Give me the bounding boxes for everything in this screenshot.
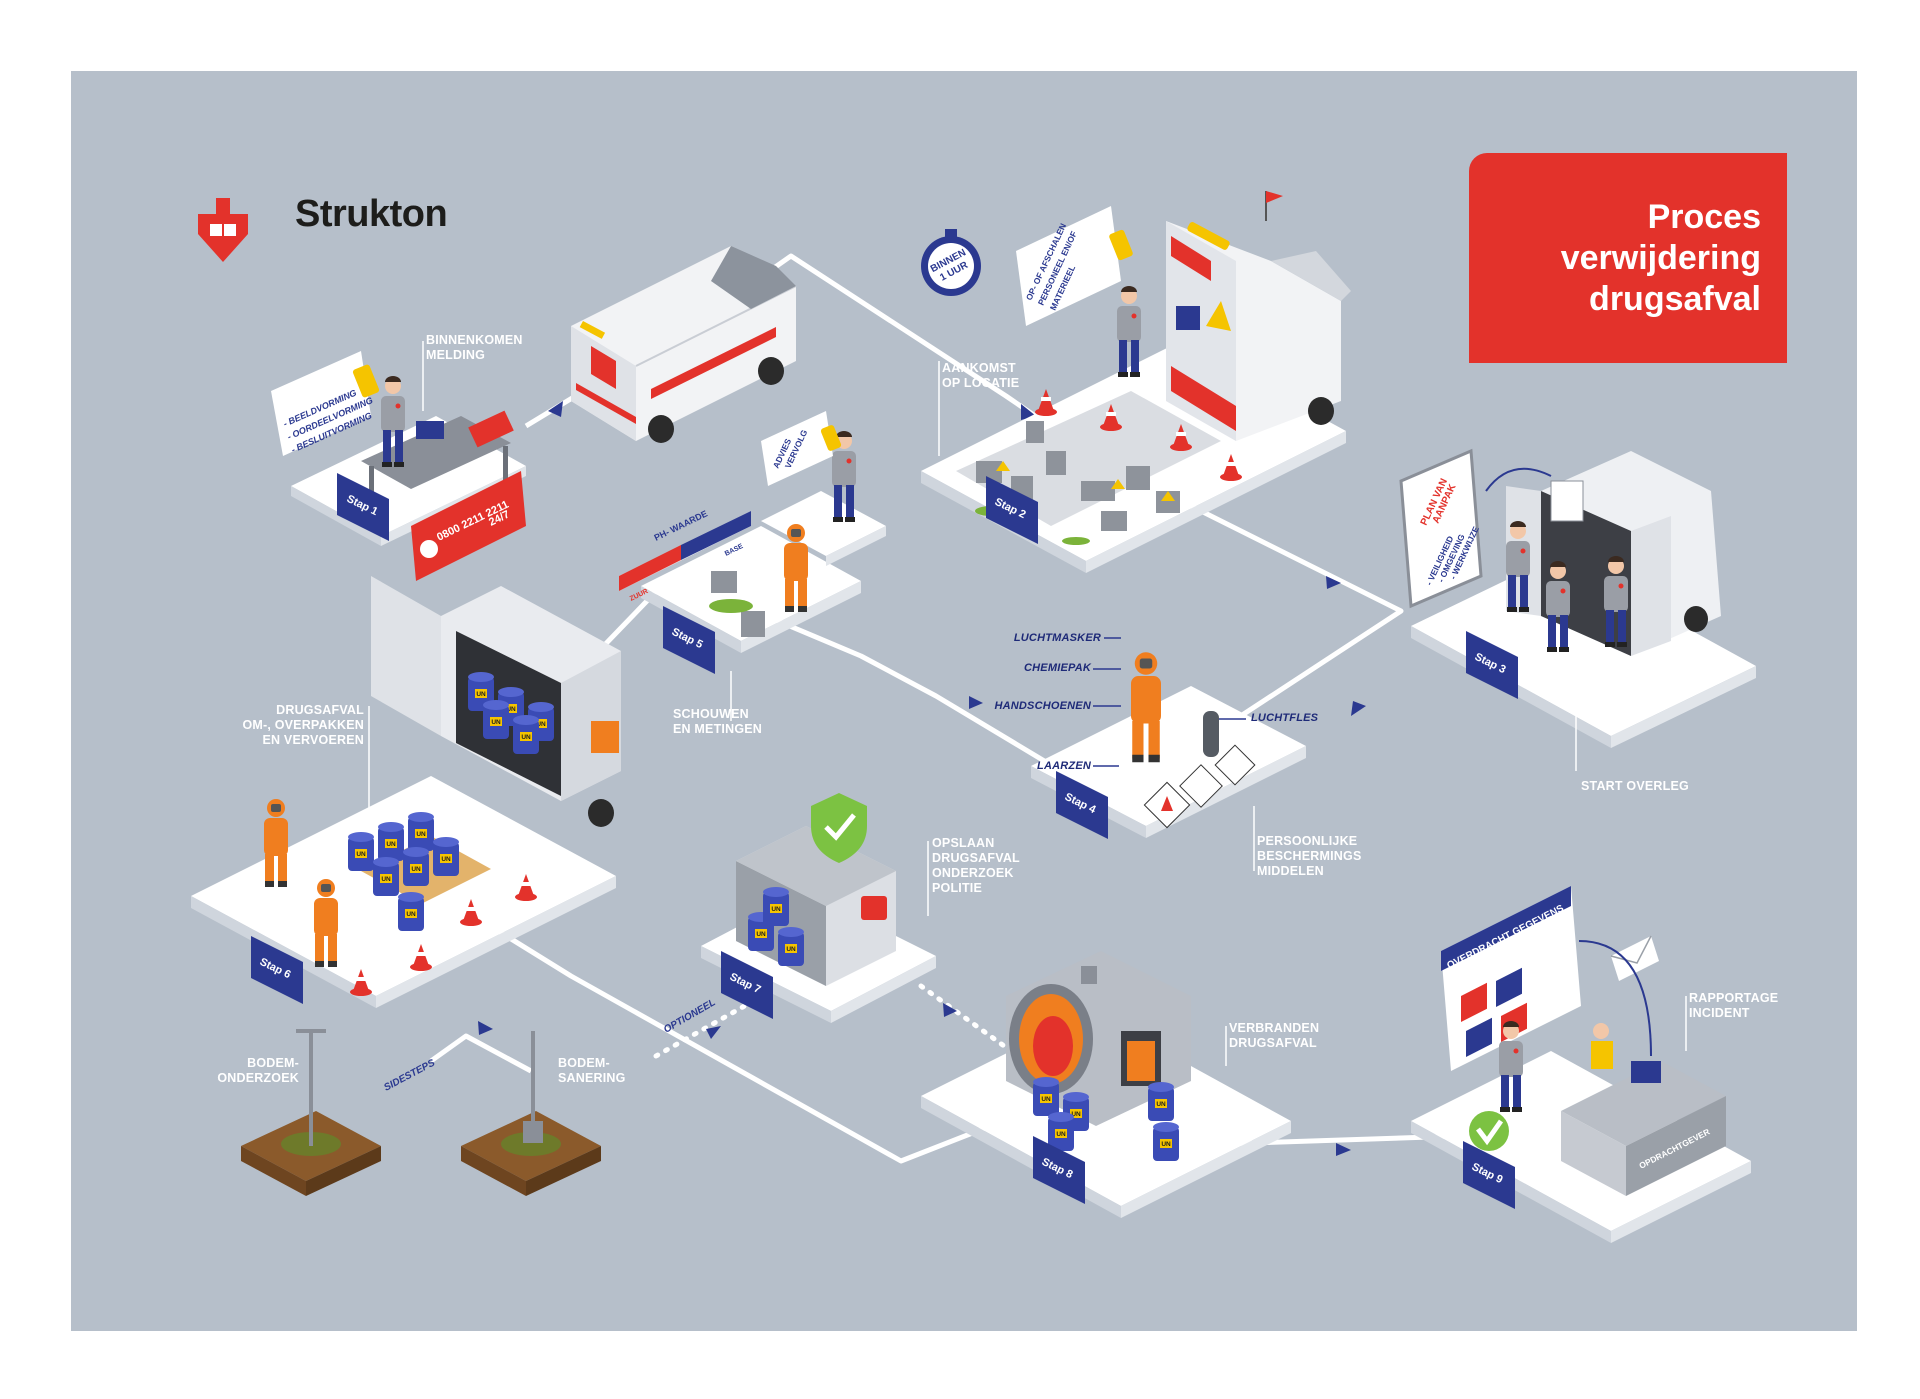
sidestep-left-label: BODEM-ONDERZOEK [217,1056,299,1085]
step-7-badge: Stap 7 [721,951,773,1019]
title-text: Proces verwijdering drugsafval [1560,198,1761,318]
document-icon [1550,480,1584,522]
storage-cube [736,826,896,986]
air-cylinder [1203,711,1219,757]
brand-name: Strukton [295,193,448,235]
process-diagram: UN [191,191,1756,1243]
strukton-logo [198,198,248,262]
seated-figure [1591,1023,1613,1069]
step-2-note-card [1016,206,1133,326]
title-card: Proces verwijdering drugsafval [1469,153,1787,363]
gear-chemical-suit: CHEMIEPAK [1024,662,1091,674]
gear-air-cylinder: LUCHTFLES [1251,712,1319,724]
step-1-desk [361,410,514,506]
timer-binnen-1-uur: BINNEN 1 UUR [921,229,981,296]
step-5-containers [709,571,765,637]
gear-leader-lines [1093,637,1246,767]
step-9-badge: Stap 9 [1463,1141,1515,1209]
step-1-note-card [271,351,380,456]
step-2-badge: Stap 2 [986,476,1038,544]
van-step-1 [571,246,797,443]
sidesteps-path-label: SIDESTEPS [382,1057,437,1093]
advice-note-card: ADVIES VERVOLG [761,411,842,486]
step-1-phone-panel: 0800 2211 2211 24/7 [411,471,526,581]
step-2-debris [975,421,1180,545]
step-8-badge: Stap 8 [1033,1136,1085,1204]
gear-boots: LAARZEN [1037,760,1091,772]
poster-canvas: UN [71,71,1857,1331]
mail-icon [1610,935,1659,981]
step-5-badge: Stap 5 [663,606,715,674]
step-1-badge: Stap 1 [337,473,389,541]
report-arrow-icon [1578,940,1652,1057]
label-leader-lines [368,341,1687,1066]
sidestep-right-label: BODEM-SANERING [558,1056,626,1085]
step-4-badge: Stap 4 [1056,771,1108,839]
step-3-badge: Stap 3 [1466,631,1518,699]
plan-board: PLAN VAN AANPAK - VEILIGHEID - OMGEVING … [1399,448,1483,609]
arrow-icon [1485,467,1552,492]
gear-gloves: HANDSCHOENEN [994,700,1091,712]
step-3-label: START OVERLEG [1581,779,1689,793]
report-desk: OPDRACHTGEVER [1561,1061,1726,1196]
hazard-signs [1143,744,1256,829]
approved-shield-icon [811,793,867,863]
gear-air-mask: LUCHTMASKER [1013,632,1101,644]
van-step-2 [1166,191,1351,441]
soil-research-tile [241,1029,381,1196]
soil-remediation-tile [461,1031,601,1196]
coordinator-figure [1117,286,1141,377]
cone [1035,389,1057,416]
check-icon [1469,1111,1509,1151]
step-6-badge: Stap 6 [251,936,303,1004]
